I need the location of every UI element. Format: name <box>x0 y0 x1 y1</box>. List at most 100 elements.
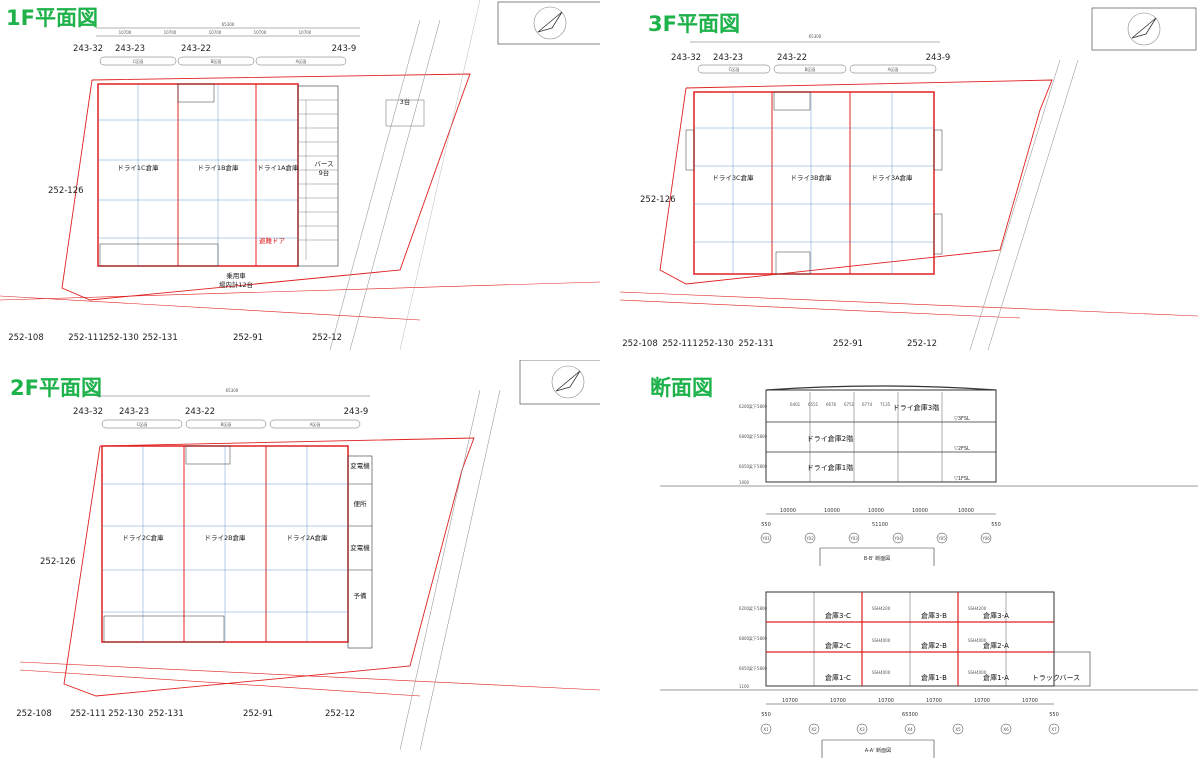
svg-text:ドライ倉庫3階: ドライ倉庫3階 <box>893 403 939 412</box>
lot-label: 243-23 <box>115 44 145 54</box>
svg-text:SSH4000: SSH4000 <box>872 670 891 675</box>
svg-text:バース: バース <box>314 160 333 168</box>
sections: ドライ倉庫3階 ドライ倉庫2階 ドライ倉庫1階 ▽3FSL ▽2FSL ▽1FS… <box>660 385 1198 758</box>
svg-text:Y05: Y05 <box>937 536 946 541</box>
svg-text:SSH4000: SSH4000 <box>872 638 891 643</box>
svg-text:10000: 10000 <box>780 508 796 514</box>
svg-text:梁下5800: 梁下5800 <box>749 605 768 611</box>
lot-label: 243-23 <box>119 407 149 417</box>
plan-3f: 65300 243-32 243-23 243-22 243-9 C区画 B区画… <box>619 7 1198 351</box>
svg-text:550: 550 <box>761 522 771 528</box>
lot-label: 252-12 <box>907 339 937 349</box>
lot-label: 243-22 <box>181 44 211 54</box>
svg-text:7135: 7135 <box>880 402 891 407</box>
svg-text:トラックバース: トラックバース <box>1032 674 1080 682</box>
lot-label: 243-9 <box>332 44 357 54</box>
svg-text:9台: 9台 <box>319 168 330 177</box>
svg-text:65300: 65300 <box>902 712 918 718</box>
svg-text:10700: 10700 <box>878 698 894 704</box>
lot-label: 252-126 <box>640 195 676 205</box>
svg-text:10000: 10000 <box>958 508 974 514</box>
svg-text:6200: 6200 <box>739 606 750 611</box>
svg-text:10000: 10000 <box>868 508 884 514</box>
svg-text:X5: X5 <box>955 727 961 732</box>
room-label: ドライ3C倉庫 <box>712 173 754 182</box>
lot-label: 252-131 <box>142 333 178 343</box>
compass-icon <box>551 365 585 399</box>
room-label: ドライ2B倉庫 <box>204 533 246 542</box>
lot-label: 252-111 <box>68 333 104 343</box>
svg-text:10000: 10000 <box>824 508 840 514</box>
svg-text:梁下5800: 梁下5800 <box>749 433 768 439</box>
svg-text:倉庫1-B: 倉庫1-B <box>921 673 947 682</box>
svg-text:6650: 6650 <box>739 464 750 469</box>
svg-text:場内計12台: 場内計12台 <box>219 280 253 289</box>
svg-text:10700: 10700 <box>119 30 132 35</box>
room-label: ドライ3B倉庫 <box>790 173 832 182</box>
lot-label: 252-91 <box>243 709 273 719</box>
svg-text:X1: X1 <box>763 727 769 732</box>
svg-text:X6: X6 <box>1003 727 1009 732</box>
svg-text:倉庫1-C: 倉庫1-C <box>825 673 851 682</box>
lot-label: 252-126 <box>40 557 76 567</box>
svg-text:10700: 10700 <box>254 30 267 35</box>
svg-text:倉庫2-A: 倉庫2-A <box>983 641 1009 650</box>
svg-text:10000: 10000 <box>912 508 928 514</box>
svg-text:A区画: A区画 <box>296 59 307 64</box>
svg-text:X2: X2 <box>811 727 817 732</box>
svg-text:550: 550 <box>761 712 771 718</box>
svg-text:梁下5800: 梁下5800 <box>749 403 768 409</box>
svg-text:Y01: Y01 <box>761 536 770 541</box>
svg-text:10700: 10700 <box>830 698 846 704</box>
svg-text:乗用車: 乗用車 <box>226 271 246 280</box>
svg-text:SSH4000: SSH4000 <box>968 670 987 675</box>
svg-text:10700: 10700 <box>299 30 312 35</box>
svg-text:6200: 6200 <box>739 404 750 409</box>
svg-text:6774: 6774 <box>862 402 873 407</box>
svg-text:倉庫3-A: 倉庫3-A <box>983 611 1009 620</box>
svg-text:梁下5800: 梁下5800 <box>749 665 768 671</box>
plan-1f: 65300 10700 10700 10700 10700 10700 243-… <box>0 0 600 351</box>
svg-text:Y06: Y06 <box>981 536 990 541</box>
lot-label: 243-9 <box>926 53 951 63</box>
svg-text:SSH4200: SSH4200 <box>872 606 891 611</box>
lot-label: 252-108 <box>622 339 658 349</box>
room-label: ドライ2C倉庫 <box>122 533 164 542</box>
svg-text:B区画: B区画 <box>211 59 222 64</box>
title-1f: 1F平面図 <box>6 6 98 30</box>
lot-label: 252-131 <box>738 339 774 349</box>
svg-text:6650: 6650 <box>739 666 750 671</box>
lot-label: 252-130 <box>108 709 144 719</box>
svg-text:10700: 10700 <box>782 698 798 704</box>
svg-text:6551: 6551 <box>808 402 819 407</box>
lot-label: 252-111 <box>662 339 698 349</box>
lot-label: 252-131 <box>148 709 184 719</box>
room-label: ドライ1A倉庫 <box>257 163 299 172</box>
svg-text:ドライ倉庫2階: ドライ倉庫2階 <box>807 434 853 443</box>
svg-text:6751: 6751 <box>844 402 855 407</box>
svg-text:10700: 10700 <box>209 30 222 35</box>
lot-label: 243-32 <box>73 44 103 54</box>
svg-text:X4: X4 <box>907 727 913 732</box>
svg-text:便所: 便所 <box>354 499 368 508</box>
svg-text:X3: X3 <box>859 727 865 732</box>
room-label: ドライ1C倉庫 <box>117 163 159 172</box>
svg-text:変電機: 変電機 <box>350 543 370 552</box>
svg-text:6401: 6401 <box>790 402 801 407</box>
lot-label: 252-130 <box>698 339 734 349</box>
svg-text:6800: 6800 <box>739 636 750 641</box>
svg-text:X7: X7 <box>1051 727 1057 732</box>
svg-text:1000: 1000 <box>739 480 750 485</box>
room-label: ドライ1B倉庫 <box>197 163 239 172</box>
svg-text:10700: 10700 <box>926 698 942 704</box>
svg-text:A区画: A区画 <box>310 422 321 427</box>
title-section: 断面図 <box>650 376 713 400</box>
lot-label: 243-32 <box>73 407 103 417</box>
svg-text:▽1FSL: ▽1FSL <box>954 476 970 482</box>
svg-text:3台: 3台 <box>400 97 411 106</box>
svg-text:SSH4000: SSH4000 <box>968 638 987 643</box>
svg-text:6676: 6676 <box>826 402 837 407</box>
lot-label: 243-9 <box>344 407 369 417</box>
svg-text:▽3FSL: ▽3FSL <box>954 416 970 422</box>
svg-text:1100: 1100 <box>739 684 750 689</box>
